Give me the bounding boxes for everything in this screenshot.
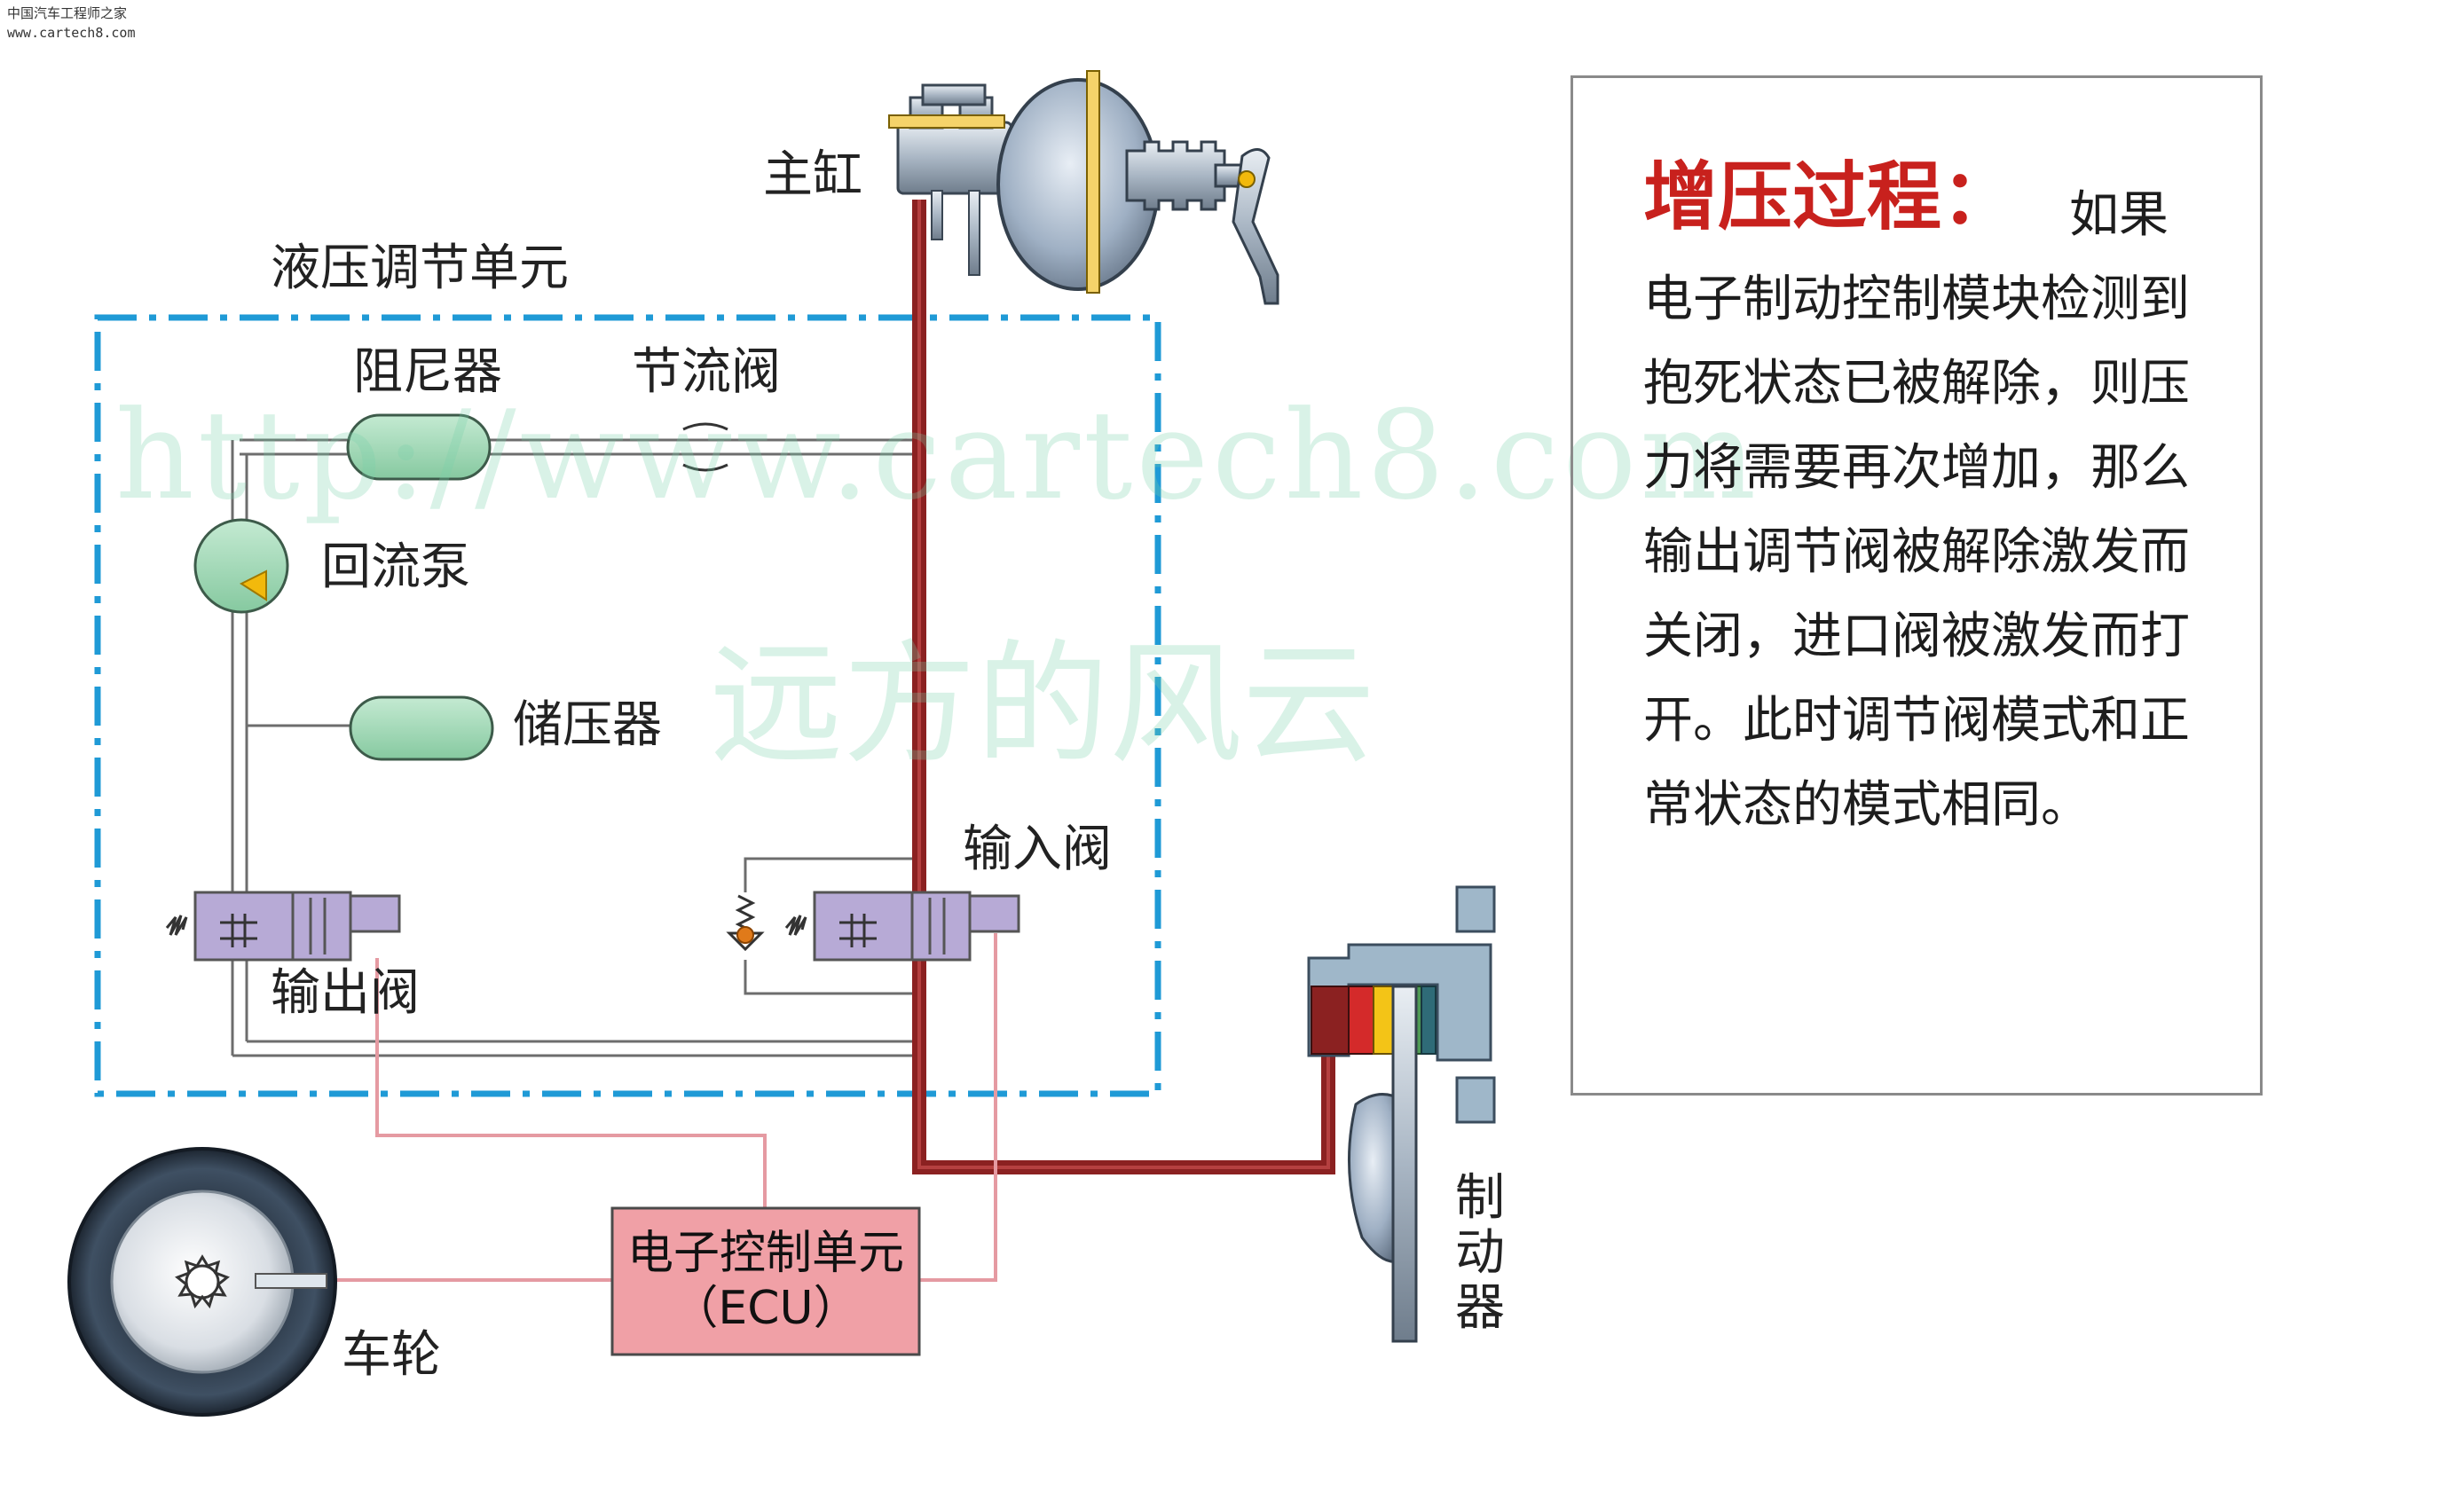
label-brake: 制 动 器: [1455, 1169, 1505, 1337]
label-inlet-valve: 输入阀: [963, 821, 1112, 878]
throttle-valve: [682, 422, 728, 472]
wheel: [67, 1147, 337, 1417]
brake-booster: [996, 70, 1253, 294]
master-cylinder: [888, 83, 1013, 276]
label-hydraulic-unit: 液压调节单元: [271, 240, 569, 297]
site-name: 中国汽车工程师之家: [7, 5, 128, 21]
ecu-label-line1: 电子控制单元: [626, 1227, 904, 1280]
ecu-label: 电子控制单元 （ECU）: [612, 1208, 919, 1336]
label-outlet-valve: 输出阀: [271, 964, 420, 1022]
ecu-box: [610, 1206, 921, 1356]
wheel-speed-sensor: [255, 1273, 327, 1289]
label-return-pump: 回流泵: [321, 538, 470, 596]
check-valve: [726, 894, 765, 952]
label-accumulator: 储压器: [513, 696, 662, 754]
sensor-rotor: [175, 1254, 230, 1309]
inlet-valve: [784, 891, 1020, 962]
label-throttle-valve: 节流阀: [632, 343, 781, 401]
return-pump: [193, 518, 289, 614]
brake-line: [912, 200, 1335, 1174]
brake-pedal: [1232, 148, 1279, 305]
label-wheel: 车轮: [342, 1326, 441, 1384]
info-body: 如果电子制动控制模块检测到抱死状态已被解除，则压力将需要再次增加，那么输出调节阀…: [1643, 186, 2190, 834]
label-master-cylinder: 主缸: [763, 146, 862, 204]
ecu-label-line2: （ECU）: [672, 1282, 860, 1335]
label-damper: 阻尼器: [353, 343, 502, 401]
outlet-valve: [165, 891, 401, 962]
damper: [346, 413, 492, 481]
brake-disc: [1348, 985, 1418, 1343]
info-title: 增压过程：: [1643, 153, 2017, 240]
accumulator: [349, 695, 494, 761]
site-url: www.cartech8.com: [7, 25, 136, 41]
hydraulic-unit-border: [94, 314, 1161, 1097]
info-panel: [1571, 75, 2263, 1096]
